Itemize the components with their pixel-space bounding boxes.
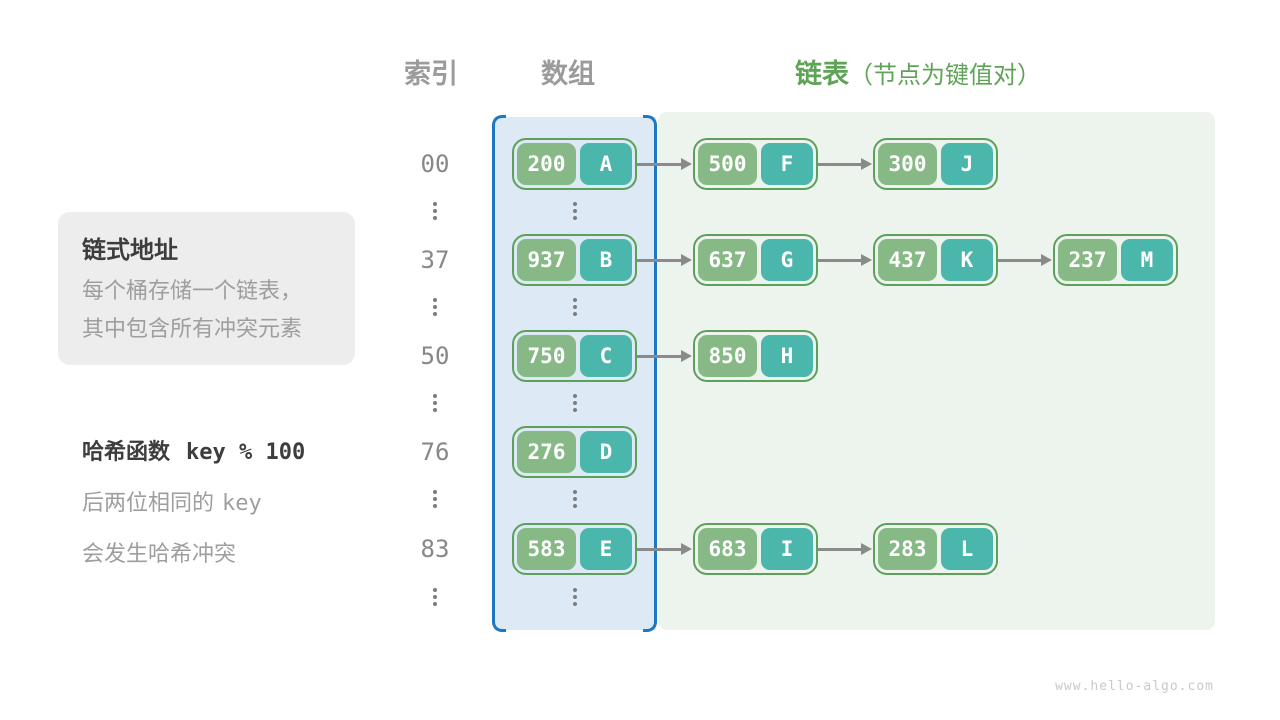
index-label: 50	[420, 342, 450, 370]
callout-line-1: 每个桶存储一个链表，	[82, 278, 303, 303]
key-cell: 437	[878, 239, 937, 281]
pointer-arrow	[637, 543, 692, 555]
index-label: 00	[420, 150, 450, 178]
key-cell: 750	[517, 335, 576, 377]
key-cell: 850	[698, 335, 757, 377]
arrow-shaft	[998, 258, 1044, 262]
pointer-arrow	[998, 254, 1052, 266]
value-cell: E	[580, 528, 632, 570]
arrow-head-icon	[861, 543, 872, 555]
ellipsis-dots	[433, 202, 437, 220]
value-cell: G	[761, 239, 813, 281]
column-header-list: 链表（节点为键值对）	[795, 52, 1041, 91]
value-cell: C	[580, 335, 632, 377]
pointer-arrow	[818, 158, 872, 170]
hash-function-formula: key % 100	[186, 440, 306, 465]
ellipsis-dots	[433, 588, 437, 606]
array-bracket-right	[643, 115, 657, 632]
hash-function-label: 哈希函数	[82, 439, 171, 464]
key-cell: 237	[1058, 239, 1117, 281]
arrow-shaft	[637, 258, 684, 262]
key-cell: 583	[517, 528, 576, 570]
arrow-shaft	[818, 547, 864, 551]
arrow-head-icon	[1041, 254, 1052, 266]
pointer-arrow	[637, 350, 692, 362]
value-cell: I	[761, 528, 813, 570]
index-label: 37	[420, 246, 450, 274]
arrow-shaft	[818, 258, 864, 262]
arrow-shaft	[637, 354, 684, 358]
list-header-note: （节点为键值对）	[849, 62, 1041, 89]
pointer-arrow	[818, 543, 872, 555]
hash-note-line-3: 会发生哈希冲突	[82, 541, 237, 566]
value-cell: L	[941, 528, 993, 570]
arrow-shaft	[637, 547, 684, 551]
value-cell: J	[941, 143, 993, 185]
column-header-index: 索引	[404, 59, 458, 89]
value-cell: B	[580, 239, 632, 281]
arrow-shaft	[637, 162, 684, 166]
index-label: 76	[420, 438, 450, 466]
callout-line-2: 其中包含所有冲突元素	[82, 316, 303, 341]
array-bracket-left	[492, 115, 506, 632]
pointer-arrow	[637, 158, 692, 170]
ellipsis-dots	[572, 588, 577, 606]
index-label: 83	[420, 535, 450, 563]
arrow-head-icon	[861, 158, 872, 170]
arrow-shaft	[818, 162, 864, 166]
key-cell: 300	[878, 143, 937, 185]
ellipsis-dots	[433, 298, 437, 316]
value-cell: D	[580, 431, 632, 473]
ellipsis-dots	[433, 490, 437, 508]
key-cell: 500	[698, 143, 757, 185]
value-cell: A	[580, 143, 632, 185]
ellipsis-dots	[572, 202, 577, 220]
value-cell: K	[941, 239, 993, 281]
callout-title: 链式地址	[82, 237, 178, 264]
arrow-head-icon	[681, 158, 692, 170]
ellipsis-dots	[572, 394, 577, 412]
pointer-arrow	[637, 254, 692, 266]
key-cell: 276	[517, 431, 576, 473]
key-cell: 683	[698, 528, 757, 570]
value-cell: M	[1121, 239, 1173, 281]
value-cell: H	[761, 335, 813, 377]
chaining-callout: 链式地址 每个桶存储一个链表， 其中包含所有冲突元素	[58, 212, 355, 365]
key-cell: 200	[517, 143, 576, 185]
key-cell: 637	[698, 239, 757, 281]
key-cell: 937	[517, 239, 576, 281]
watermark: www.hello-algo.com	[1055, 679, 1214, 694]
value-cell: F	[761, 143, 813, 185]
arrow-head-icon	[861, 254, 872, 266]
arrow-head-icon	[681, 543, 692, 555]
list-header-label: 链表	[795, 59, 849, 89]
pointer-arrow	[818, 254, 872, 266]
arrow-head-icon	[681, 254, 692, 266]
ellipsis-dots	[433, 394, 437, 412]
key-cell: 283	[878, 528, 937, 570]
arrow-head-icon	[681, 350, 692, 362]
ellipsis-dots	[572, 490, 577, 508]
hash-function-title: 哈希函数 key % 100	[82, 434, 305, 466]
column-header-array: 数组	[541, 59, 595, 89]
ellipsis-dots	[572, 298, 577, 316]
